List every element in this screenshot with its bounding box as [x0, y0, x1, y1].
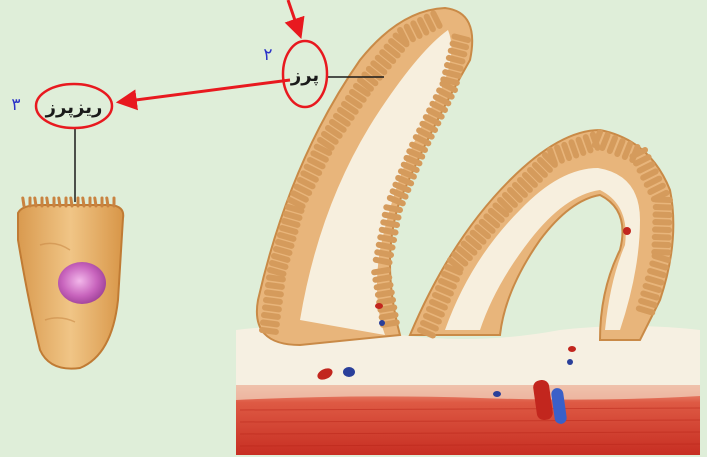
villus-fringe-projection [382, 315, 396, 317]
villus-fringe-projection [386, 207, 400, 210]
microvillus-projection [83, 198, 84, 206]
villus-fringe-projection [280, 235, 293, 239]
microvillus-projection [107, 198, 108, 206]
villus-fringe-projection [445, 72, 459, 76]
villus-label: پرز ۲ [263, 41, 327, 107]
villus-fringe-projection [276, 249, 289, 253]
villus-fringe-projection [378, 293, 392, 295]
villus-fringe-projection [268, 285, 282, 287]
villus-fringe-projection [274, 256, 287, 260]
epithelial-cell [18, 198, 123, 369]
microvillus-projection [71, 198, 72, 206]
microvillus-label: ریزپرز ۳ [11, 84, 112, 128]
arrow-to-microvillus [120, 80, 290, 102]
microvillus-projection [35, 198, 36, 206]
villus-fringe-projection [263, 323, 277, 325]
villus-fringe-projection [374, 270, 388, 272]
villus-fringe-projection [454, 36, 468, 40]
villus-fringe-projection [282, 228, 295, 232]
villus-fringe-projection [383, 222, 397, 225]
villus-fringe-projection [286, 214, 299, 218]
villus-fringe-projection [380, 237, 394, 240]
villus-fringe-projection [270, 270, 283, 274]
nucleus [58, 262, 106, 304]
villus-fringe-projection [646, 286, 659, 290]
villus-fringe-projection [383, 323, 397, 325]
villus-fringe-projection [375, 278, 389, 280]
microvillus-label-number: ۳ [11, 95, 20, 115]
villus-fringe-projection [379, 245, 393, 248]
villus-fringe-projection [377, 252, 391, 255]
villus-fringe-projection [284, 221, 297, 225]
villus-fringe-projection [269, 278, 283, 280]
microvillus-projection [23, 198, 24, 206]
villus-fringe-projection [652, 263, 665, 267]
villus-fringe-projection [453, 44, 467, 48]
villus-fringe-projection [648, 278, 661, 282]
villus-fringe-projection [449, 58, 463, 62]
villus-fringe-projection [379, 300, 393, 302]
microvillus-projection [47, 198, 48, 206]
villus-fringe-projection [265, 308, 279, 310]
villus-fringe-projection [377, 285, 391, 287]
villus-fringe-projection [262, 330, 276, 332]
villus-fringe-projection [382, 230, 396, 233]
villus-fringe-projection [641, 301, 654, 305]
villus-fringe-projection [266, 300, 280, 302]
microvillus-projection [95, 198, 96, 206]
villus-fringe-projection [376, 260, 390, 263]
microvillus-projection [59, 198, 60, 206]
villus-fringe-projection [447, 65, 461, 69]
villus-fringe-projection [451, 51, 465, 55]
villus-label-text: پرز [290, 65, 319, 86]
villus-fringe-projection [267, 293, 281, 295]
villus-fringe-projection [278, 242, 291, 246]
villus-fringe-projection [655, 256, 668, 260]
villus-fringe-projection [264, 315, 278, 317]
villus-fringe-projection [385, 215, 399, 218]
villus-fringe-projection [650, 271, 663, 275]
villus-fringe-projection [639, 308, 652, 312]
arrow-to-villus [288, 0, 300, 35]
microvillus-label-text: ریزپرز [45, 97, 103, 118]
villus-label-number: ۲ [263, 45, 272, 65]
villus-fringe-projection [272, 263, 285, 267]
villus-fringe-projection [380, 308, 394, 310]
villus-fringe-projection [643, 293, 656, 297]
small-villus [410, 130, 673, 340]
